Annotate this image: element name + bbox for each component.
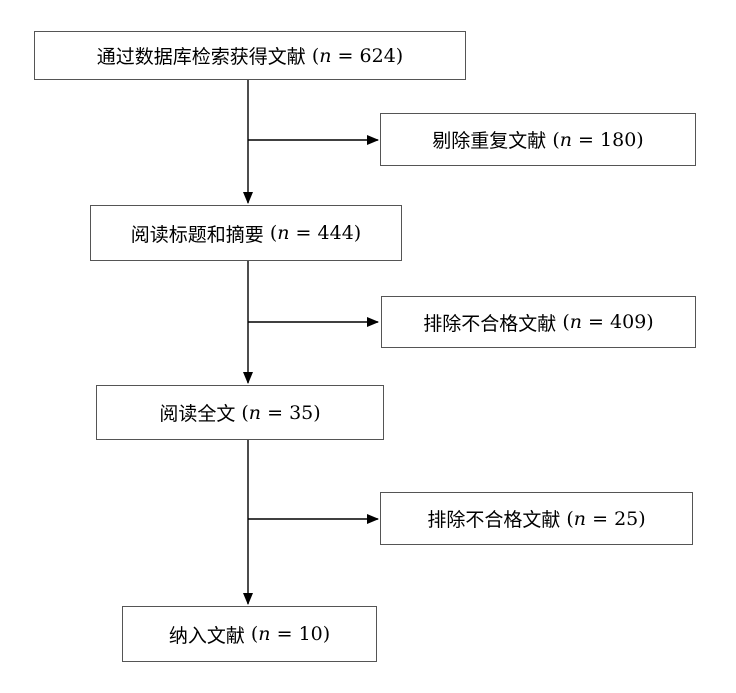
n-symbol: n bbox=[569, 311, 582, 333]
n-symbol: n bbox=[277, 222, 290, 244]
equals-sign: = bbox=[295, 222, 312, 244]
n-symbol: n bbox=[559, 128, 572, 151]
excluded-count: 409 bbox=[610, 311, 647, 333]
step-box-screen-title-abstract: 阅读标题和摘要 (n = 444) bbox=[90, 205, 402, 261]
step-label: 通过数据库检索获得文献 bbox=[96, 46, 306, 68]
equals-sign: = bbox=[337, 44, 354, 67]
equals-sign: = bbox=[592, 507, 609, 530]
step-box-included: 纳入文献 (n = 10) bbox=[122, 606, 377, 662]
step-label: 阅读全文 bbox=[159, 403, 236, 425]
step-count: 624 bbox=[359, 44, 396, 67]
equals-sign: = bbox=[588, 311, 604, 333]
excluded-label: 剔除重复文献 bbox=[432, 130, 547, 152]
n-symbol: n bbox=[258, 623, 271, 645]
excluded-count: 180 bbox=[600, 128, 637, 151]
equals-sign: = bbox=[276, 623, 293, 645]
n-symbol: n bbox=[248, 401, 262, 424]
step-label: 纳入文献 bbox=[168, 624, 245, 647]
equals-sign: = bbox=[578, 128, 594, 151]
n-symbol: n bbox=[319, 44, 332, 67]
equals-sign: = bbox=[267, 401, 284, 424]
excluded-box-ineligible-2: 排除不合格文献 (n = 25) bbox=[380, 492, 693, 545]
step-count: 444 bbox=[317, 222, 354, 244]
excluded-box-duplicates: 剔除重复文献 (n = 180) bbox=[380, 113, 696, 166]
step-count: 10 bbox=[298, 623, 323, 645]
excluded-label: 排除不合格文献 bbox=[427, 509, 561, 531]
excluded-box-ineligible-1: 排除不合格文献 (n = 409) bbox=[381, 296, 696, 348]
excluded-label: 排除不合格文献 bbox=[423, 312, 557, 335]
excluded-count: 25 bbox=[614, 507, 639, 530]
step-label: 阅读标题和摘要 bbox=[130, 223, 264, 246]
step-box-retrieved: 通过数据库检索获得文献 (n = 624) bbox=[34, 31, 466, 80]
step-count: 35 bbox=[289, 401, 314, 424]
n-symbol: n bbox=[573, 507, 587, 530]
step-box-full-text: 阅读全文 (n = 35) bbox=[96, 385, 384, 440]
